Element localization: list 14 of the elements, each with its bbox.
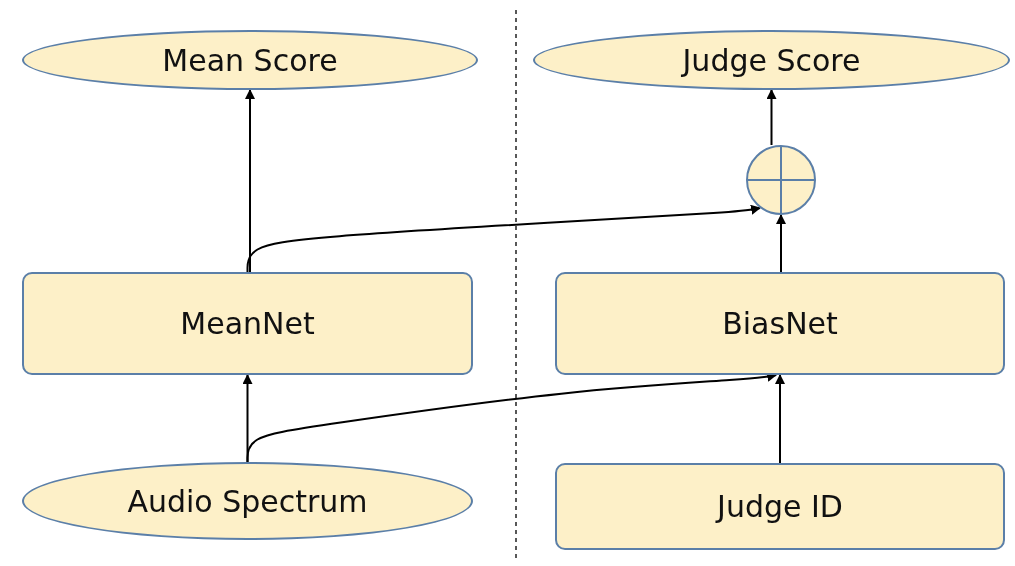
node-label: Audio Spectrum: [127, 483, 368, 519]
node-label: Judge Score: [682, 42, 861, 78]
node-label: Mean Score: [162, 42, 338, 78]
arrow: [775, 374, 785, 464]
arrow: [246, 204, 761, 273]
node-label: Judge ID: [717, 489, 843, 524]
process-box: [22, 272, 473, 375]
arrow: [766, 89, 777, 146]
process-box: [555, 272, 1005, 375]
node-label: BiasNet: [722, 306, 838, 341]
node-label: MeanNet: [180, 306, 315, 341]
process-box: [555, 463, 1005, 550]
arrow: [245, 89, 255, 273]
arrow: [776, 214, 786, 273]
